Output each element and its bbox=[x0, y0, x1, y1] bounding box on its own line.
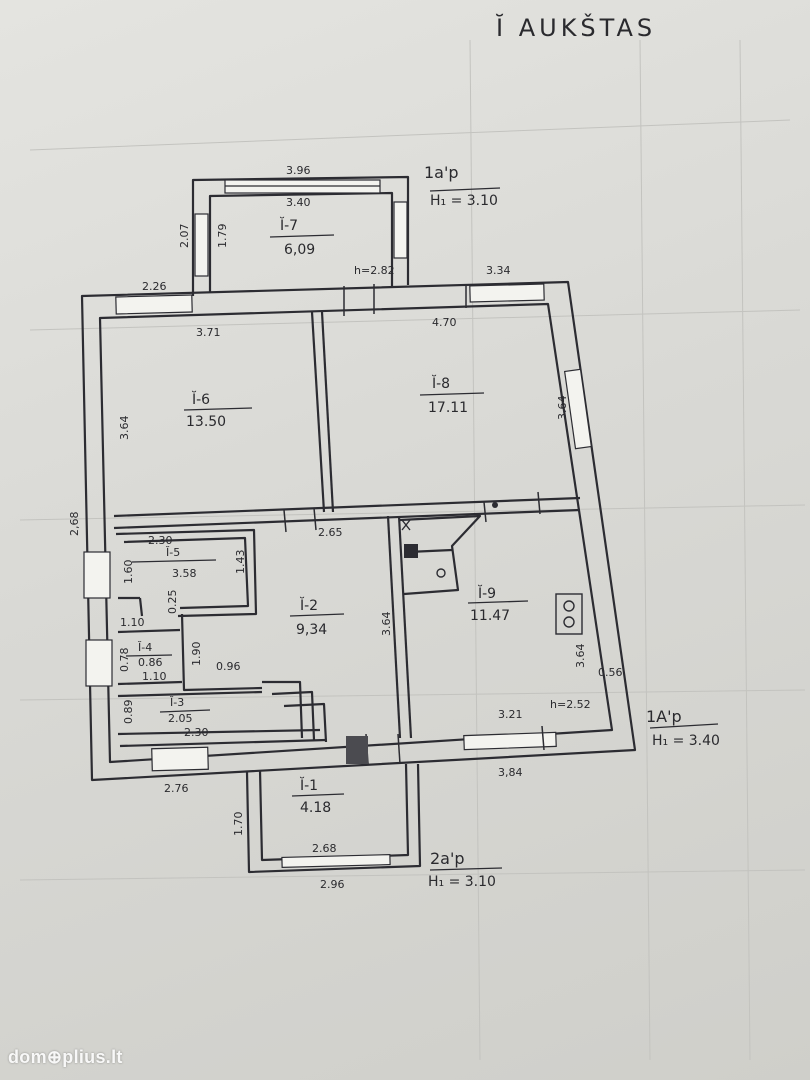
area-underlines bbox=[125, 187, 719, 871]
room-area: 0.86 bbox=[138, 656, 163, 669]
room-label: Ĭ-7 bbox=[279, 216, 298, 234]
floor-title: Ĭ AUKŠTAS bbox=[495, 12, 656, 42]
dimension-label: 4.70 bbox=[432, 316, 457, 329]
room-area: 11.47 bbox=[470, 608, 510, 624]
height-code-right: 1A'p bbox=[646, 707, 682, 726]
dimension-label: 2.96 bbox=[320, 878, 345, 891]
dimension-label: 3,84 bbox=[498, 766, 523, 779]
room-area: 13.50 bbox=[186, 414, 226, 430]
paper-grid bbox=[19, 39, 806, 1061]
dimension-label: 1.70 bbox=[232, 812, 245, 837]
room-label: Ĭ-2 bbox=[299, 596, 318, 614]
dimension-label: 1.79 bbox=[216, 224, 229, 249]
room-labels: Ĭ-7 6,09 Ĭ-6 13.50 Ĭ-8 17.11 Ĭ-5 3.58 Ĭ-… bbox=[137, 216, 510, 816]
dimension-label: 2.07 bbox=[178, 224, 191, 249]
windows bbox=[83, 179, 593, 869]
dimension-label: 3.34 bbox=[486, 264, 511, 277]
dimension-label: 0.96 bbox=[216, 660, 241, 673]
room-area: 17.11 bbox=[428, 400, 468, 416]
room-area: 3.58 bbox=[172, 567, 197, 580]
door-threshold bbox=[346, 736, 368, 764]
dimension-label: 1.90 bbox=[190, 642, 203, 667]
room-label: Ĭ-3 bbox=[169, 696, 184, 709]
dimension-label: 3.64 bbox=[118, 416, 131, 441]
wall-pin-icon bbox=[492, 502, 498, 508]
room-area: 6,09 bbox=[284, 242, 315, 258]
dimension-label: 2,68 bbox=[68, 512, 81, 537]
dimension-label: h=2.52 bbox=[550, 698, 591, 711]
room-label: Ĭ-1 bbox=[299, 776, 318, 794]
dimension-label: 1.10 bbox=[120, 616, 145, 629]
dimension-label: 3.64 bbox=[380, 612, 393, 637]
dimension-labels: 3.96 3.40 2.07 1.79 2.26 h=2.82 3.34 3.7… bbox=[68, 164, 623, 891]
watermark-logo: dom⊕plius.lt bbox=[8, 1047, 123, 1067]
dimension-label: 1.60 bbox=[122, 560, 135, 585]
dimension-label: 3.96 bbox=[286, 164, 311, 177]
room-area: 9,34 bbox=[296, 622, 327, 638]
dimension-label: 2.65 bbox=[318, 526, 343, 539]
room-area: 2.05 bbox=[168, 712, 193, 725]
height-value-top: H₁ = 3.10 bbox=[430, 193, 498, 209]
dimension-label: 3.64 bbox=[574, 644, 587, 669]
room-label: Ĭ-9 bbox=[477, 584, 496, 602]
height-code-bottom: 2a'p bbox=[430, 849, 465, 868]
dimension-label: 0.89 bbox=[122, 700, 135, 725]
dimension-label: 2.68 bbox=[312, 842, 337, 855]
chimney-icon bbox=[404, 544, 418, 558]
dimension-label: 3.40 bbox=[286, 196, 311, 209]
stove-icon bbox=[555, 593, 583, 635]
dimension-label: 3.21 bbox=[498, 708, 523, 721]
dimension-label: 2.30 bbox=[184, 726, 209, 739]
doors bbox=[283, 284, 545, 765]
room-label: Ĭ-6 bbox=[191, 390, 210, 408]
dimension-label: 2.76 bbox=[164, 782, 189, 795]
dimension-label: 1.10 bbox=[142, 670, 167, 683]
height-value-bottom: H₁ = 3.10 bbox=[428, 874, 496, 890]
dimension-label: 0.25 bbox=[166, 590, 179, 615]
fixtures bbox=[401, 519, 583, 635]
room-label: Ĭ-5 bbox=[165, 546, 180, 559]
room-label: Ĭ-8 bbox=[431, 374, 450, 392]
sink-icon bbox=[436, 568, 446, 578]
dimension-label: 2.30 bbox=[148, 534, 173, 547]
dimension-label: 3.64 bbox=[556, 396, 569, 421]
room-label: Ĭ-4 bbox=[137, 641, 152, 654]
dimension-label: 1.43 bbox=[234, 550, 247, 575]
dimension-label: h=2.82 bbox=[354, 264, 395, 277]
dimension-label: 0.78 bbox=[118, 648, 131, 673]
room-area: 4.18 bbox=[300, 800, 331, 816]
dimension-label: 2.26 bbox=[142, 280, 167, 293]
height-code-top: 1a'p bbox=[424, 163, 459, 182]
height-value-right: H₁ = 3.40 bbox=[652, 733, 720, 749]
dimension-label: 3.71 bbox=[196, 326, 221, 339]
dimension-label: 0.56 bbox=[598, 666, 623, 679]
